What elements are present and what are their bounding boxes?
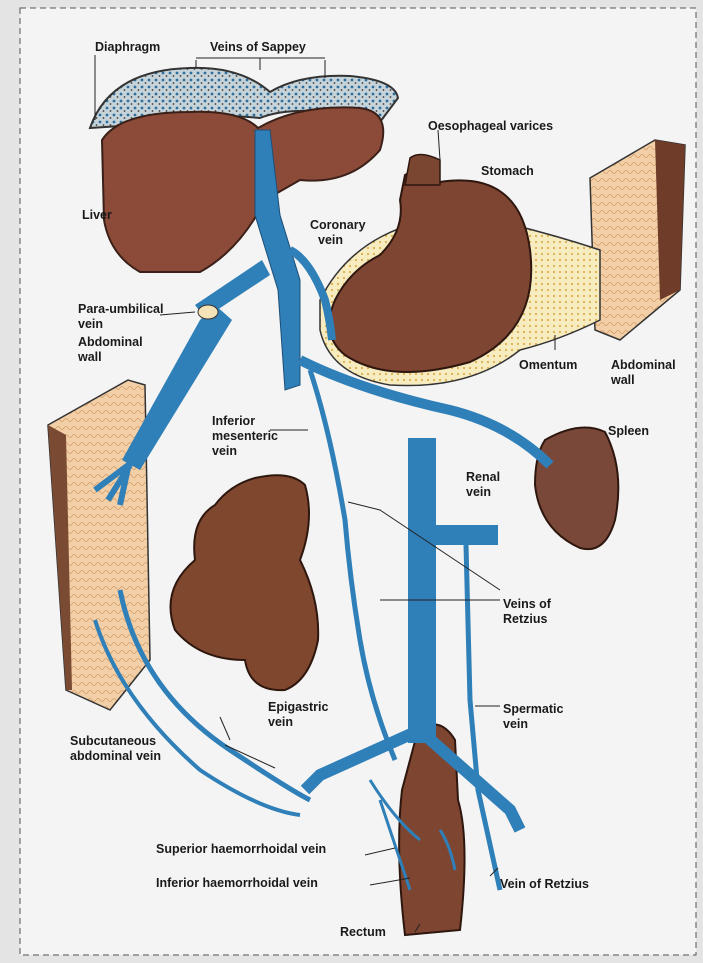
label-veins-of-retzius-1: Veins of bbox=[503, 597, 551, 612]
label-diaphragm: Diaphragm bbox=[95, 40, 160, 55]
label-coronary-vein-2: vein bbox=[318, 233, 343, 248]
label-vein-of-retzius: Vein of Retzius bbox=[500, 877, 589, 892]
label-spleen: Spleen bbox=[608, 424, 649, 439]
label-rectum: Rectum bbox=[340, 925, 386, 940]
label-liver: Liver bbox=[82, 208, 112, 223]
label-coronary-vein-1: Coronary bbox=[310, 218, 366, 233]
label-epigastric-2: vein bbox=[268, 715, 293, 730]
label-inferior-haemorrhoidal: Inferior haemorrhoidal vein bbox=[156, 876, 318, 891]
label-stomach: Stomach bbox=[481, 164, 534, 179]
label-veins-of-retzius-2: Retzius bbox=[503, 612, 547, 627]
label-para-umbilical-1: Para-umbilical bbox=[78, 302, 163, 317]
label-superior-haemorrhoidal: Superior haemorrhoidal vein bbox=[156, 842, 326, 857]
para-umbilical-opening bbox=[198, 305, 218, 319]
label-abdominal-wall-left-2: wall bbox=[78, 350, 102, 365]
label-spermatic-2: vein bbox=[503, 717, 528, 732]
label-inferior-mesenteric-2: mesenteric bbox=[212, 429, 278, 444]
label-subcutaneous-2: abdominal vein bbox=[70, 749, 161, 764]
label-oesophageal-varices: Oesophageal varices bbox=[428, 119, 553, 134]
label-abdominal-wall-left-1: Abdominal bbox=[78, 335, 143, 350]
label-inferior-mesenteric-1: Inferior bbox=[212, 414, 255, 429]
label-inferior-mesenteric-3: vein bbox=[212, 444, 237, 459]
label-abdominal-wall-right-2: wall bbox=[611, 373, 635, 388]
oesophagus bbox=[405, 154, 440, 185]
label-abdominal-wall-right-1: Abdominal bbox=[611, 358, 676, 373]
label-epigastric-1: Epigastric bbox=[268, 700, 328, 715]
label-veins-of-sappey: Veins of Sappey bbox=[210, 40, 306, 55]
label-subcutaneous-1: Subcutaneous bbox=[70, 734, 156, 749]
label-renal-vein-2: vein bbox=[466, 485, 491, 500]
renal-vein bbox=[436, 525, 498, 545]
label-omentum: Omentum bbox=[519, 358, 577, 373]
label-para-umbilical-2: vein bbox=[78, 317, 103, 332]
inferior-vena-cava bbox=[408, 438, 436, 743]
label-renal-vein-1: Renal bbox=[466, 470, 500, 485]
label-spermatic-1: Spermatic bbox=[503, 702, 563, 717]
